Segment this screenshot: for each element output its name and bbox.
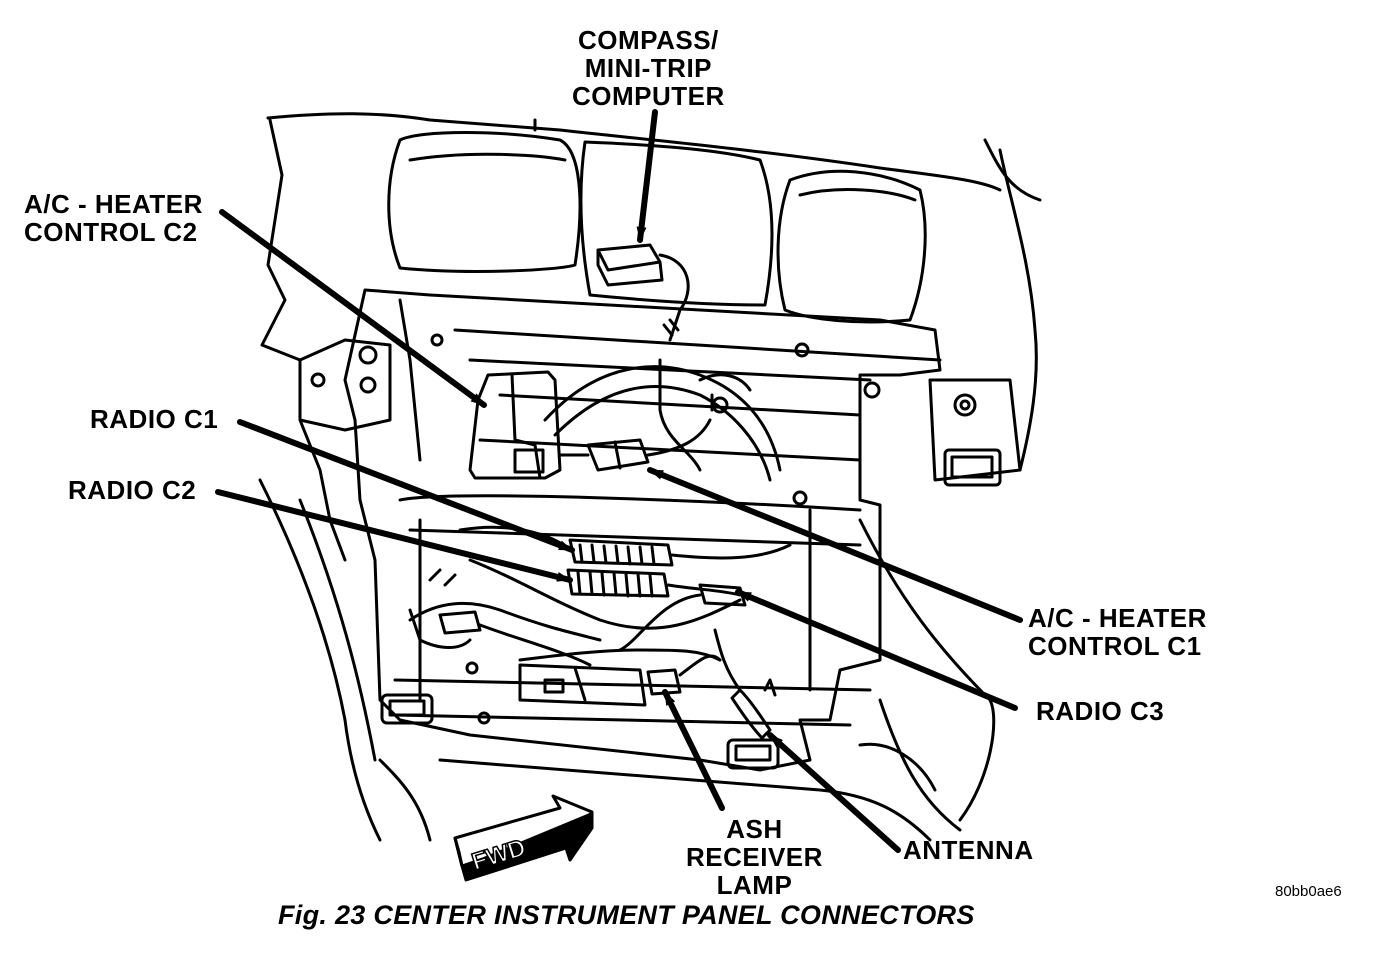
mount-ear-left xyxy=(298,338,392,432)
label-radio-c3: RADIO C3 xyxy=(1036,696,1165,726)
lower-pocket-left xyxy=(380,693,434,725)
figure-caption: Fig. 23 CENTER INSTRUMENT PANEL CONNECTO… xyxy=(278,900,975,930)
fwd-arrow: FWD xyxy=(453,794,594,882)
ac-c1-connector xyxy=(586,438,650,472)
harness-upper xyxy=(543,365,782,472)
radio-c1-connector xyxy=(568,538,674,567)
panel-bracket xyxy=(343,288,942,772)
leader-radio-c2 xyxy=(215,489,573,583)
radio-c3-connector xyxy=(698,583,747,607)
radio-c2-connector xyxy=(566,568,670,598)
leader-radio-c1 xyxy=(237,419,575,553)
ash-lamp-connector xyxy=(646,668,682,696)
leader-antenna xyxy=(767,732,901,853)
leader-ash-lamp xyxy=(662,689,725,811)
vent-right xyxy=(776,169,927,324)
dash-upper-contour xyxy=(266,112,1002,192)
leader-radio-c3 xyxy=(735,589,1018,711)
antenna-plug xyxy=(730,688,772,740)
compass-module xyxy=(596,243,664,287)
dash-left-outer xyxy=(260,118,347,562)
vent-center xyxy=(579,140,774,307)
ac-c2-connector xyxy=(468,370,562,480)
label-radio-c1: RADIO C1 xyxy=(90,404,219,434)
lower-pocket-right xyxy=(726,738,780,770)
leader-ac-c1 xyxy=(647,467,1023,623)
leader-ac-c2 xyxy=(219,209,487,408)
dash-right-edge xyxy=(998,148,1038,472)
label-radio-c2: RADIO C2 xyxy=(68,475,197,505)
label-antenna: ANTENNA xyxy=(903,835,1034,865)
vent-left xyxy=(387,131,582,273)
mount-ear-right xyxy=(928,378,1022,482)
console-left xyxy=(258,478,382,842)
reference-id: 80bb0ae6 xyxy=(1275,883,1342,900)
leader-compass xyxy=(636,109,658,243)
